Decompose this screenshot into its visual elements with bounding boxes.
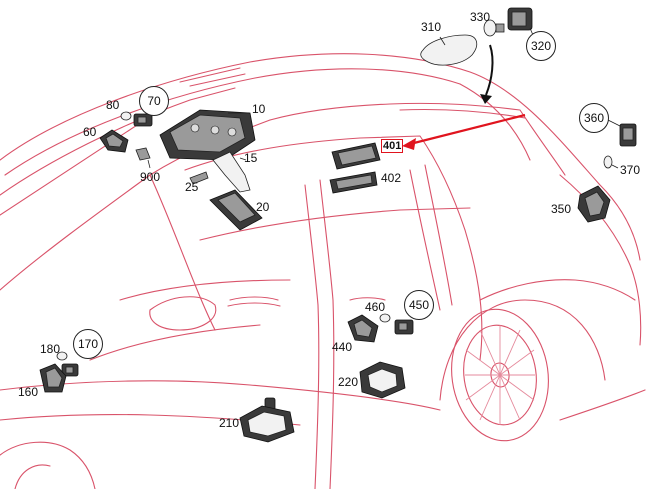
label-440: 440	[332, 340, 353, 354]
part-350-lamp	[577, 185, 611, 223]
label-25: 25	[185, 180, 199, 194]
part-170-socket	[61, 363, 79, 377]
part-450-socket	[394, 319, 414, 335]
part-320-socket	[507, 7, 536, 41]
label-310: 310	[421, 20, 442, 34]
part-402-light-strip	[329, 171, 378, 194]
label-180: 180	[40, 342, 61, 356]
label-15: 15	[244, 151, 258, 165]
label-80: 80	[106, 98, 120, 112]
label-900: 900	[140, 170, 161, 184]
label-10: 10	[252, 102, 266, 116]
part-401-light-strip	[331, 142, 381, 170]
part-220-lamp	[359, 361, 406, 399]
part-900-screw	[135, 147, 151, 169]
label-350: 350	[551, 202, 572, 216]
part-330-bulb	[483, 19, 505, 37]
part-25-bulb	[189, 171, 209, 185]
part-460-bulb	[379, 313, 391, 323]
label-160: 160	[18, 385, 39, 399]
part-160-lamp	[39, 363, 67, 393]
label-450: 450	[404, 290, 434, 320]
highlight-arrow	[402, 113, 526, 150]
label-402: 402	[381, 171, 402, 185]
part-440-lamp	[347, 314, 379, 343]
part-20-reading-light	[209, 189, 263, 231]
part-310-lens	[420, 34, 478, 66]
part-180-bulb	[56, 351, 68, 361]
part-370-bulb	[603, 155, 619, 169]
part-10-overhead-control-panel	[159, 109, 256, 161]
curved-arrow	[480, 44, 494, 104]
label-460: 460	[365, 300, 386, 314]
label-320: 320	[526, 31, 556, 61]
label-60: 60	[83, 125, 97, 139]
car-body-outline	[0, 53, 646, 489]
label-20: 20	[256, 200, 270, 214]
part-360-socket	[607, 119, 637, 147]
part-15-lens	[212, 151, 251, 193]
label-401: 401	[381, 139, 404, 153]
label-360: 360	[579, 103, 609, 133]
part-210-lamp	[239, 397, 295, 443]
label-330: 330	[470, 10, 491, 24]
part-80-bulb	[120, 111, 132, 121]
label-220: 220	[338, 375, 359, 389]
label-170: 170	[73, 329, 103, 359]
part-70-socket	[133, 113, 153, 127]
part-60-lamp	[99, 129, 129, 153]
label-210: 210	[219, 416, 240, 430]
label-70: 70	[139, 86, 169, 116]
label-370: 370	[620, 163, 641, 177]
